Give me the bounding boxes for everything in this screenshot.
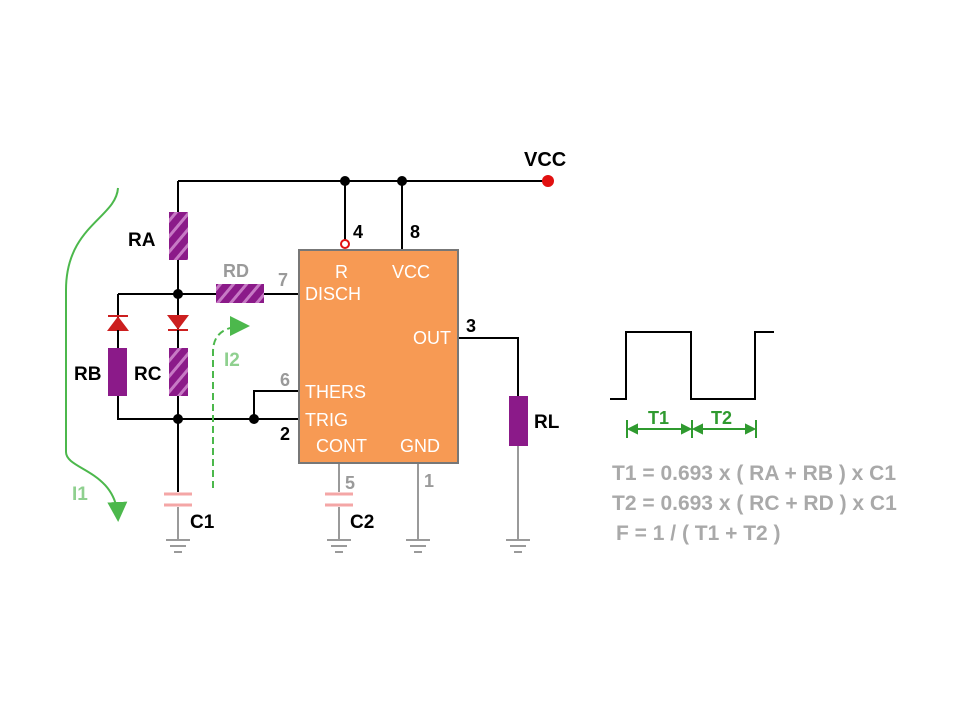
wire-bottom-node bbox=[117, 396, 300, 420]
resistor-rd bbox=[216, 284, 264, 303]
c1-label: C1 bbox=[190, 512, 215, 533]
reset-pin-bubble bbox=[340, 239, 350, 249]
junction-dot bbox=[340, 176, 350, 186]
ic-pin-label-out: OUT bbox=[413, 328, 451, 348]
capacitor-c2 bbox=[325, 492, 353, 507]
t1-dimension bbox=[626, 420, 757, 438]
ic-pin-label-trig: TRIG bbox=[305, 410, 348, 430]
i2-label: I2 bbox=[224, 350, 240, 371]
pin-number-2: 2 bbox=[280, 424, 290, 444]
rc-label: RC bbox=[134, 364, 162, 385]
ic-pin-label-vcc: VCC bbox=[392, 262, 430, 282]
resistor-rb bbox=[108, 348, 127, 396]
wire-ther-trig bbox=[253, 390, 300, 419]
diode-rc bbox=[167, 315, 189, 348]
ra-label: RA bbox=[128, 230, 156, 251]
ic-pin-label-disch: DISCH bbox=[305, 284, 361, 304]
pin-number-4: 4 bbox=[353, 222, 363, 242]
pin-number-1: 1 bbox=[424, 471, 434, 491]
ic-pin-label-r: R bbox=[335, 262, 348, 282]
junction-dots bbox=[173, 176, 407, 424]
current-i2-arrow bbox=[212, 316, 250, 488]
vcc-terminal-dot bbox=[542, 175, 554, 187]
junction-dot bbox=[173, 289, 183, 299]
current-i1-arrow bbox=[65, 187, 128, 522]
wire-out-rl bbox=[458, 337, 519, 396]
junction-dot bbox=[249, 414, 259, 424]
equation-t2: T2 = 0.693 x ( RC + RD ) x C1 bbox=[612, 492, 897, 515]
pin-number-3: 3 bbox=[466, 316, 476, 336]
vcc-label: VCC bbox=[524, 149, 566, 171]
rl-label: RL bbox=[534, 412, 560, 433]
pin-number-7: 7 bbox=[278, 270, 288, 290]
output-waveform bbox=[610, 331, 774, 400]
ic-pin-label-thres: THERS bbox=[305, 382, 366, 402]
resistor-rc bbox=[169, 348, 188, 396]
junction-dot bbox=[173, 414, 183, 424]
resistor-rl bbox=[509, 396, 528, 446]
pin-number-8: 8 bbox=[410, 222, 420, 242]
i1-label: I1 bbox=[72, 484, 88, 505]
c2-label: C2 bbox=[350, 512, 374, 533]
ground-symbols bbox=[166, 539, 530, 553]
ic-pin-label-cont: CONT bbox=[316, 436, 367, 456]
t1-label: T1 bbox=[648, 408, 669, 428]
equation-t1: T1 = 0.693 x ( RA + RB ) x C1 bbox=[612, 462, 896, 485]
capacitor-c1 bbox=[164, 492, 192, 507]
ic-555-body bbox=[298, 249, 459, 464]
diode-rb bbox=[107, 315, 129, 348]
ic-pin-label-gnd: GND bbox=[400, 436, 440, 456]
resistor-ra bbox=[169, 212, 188, 260]
equation-frequency: F = 1 / ( T1 + T2 ) bbox=[616, 522, 781, 545]
rd-label: RD bbox=[223, 261, 249, 281]
pin-number-5: 5 bbox=[345, 473, 355, 493]
wires-grey bbox=[177, 446, 519, 540]
t2-label: T2 bbox=[711, 408, 732, 428]
junction-dot bbox=[397, 176, 407, 186]
rb-label: RB bbox=[74, 364, 101, 385]
pin-number-6: 6 bbox=[280, 370, 290, 390]
